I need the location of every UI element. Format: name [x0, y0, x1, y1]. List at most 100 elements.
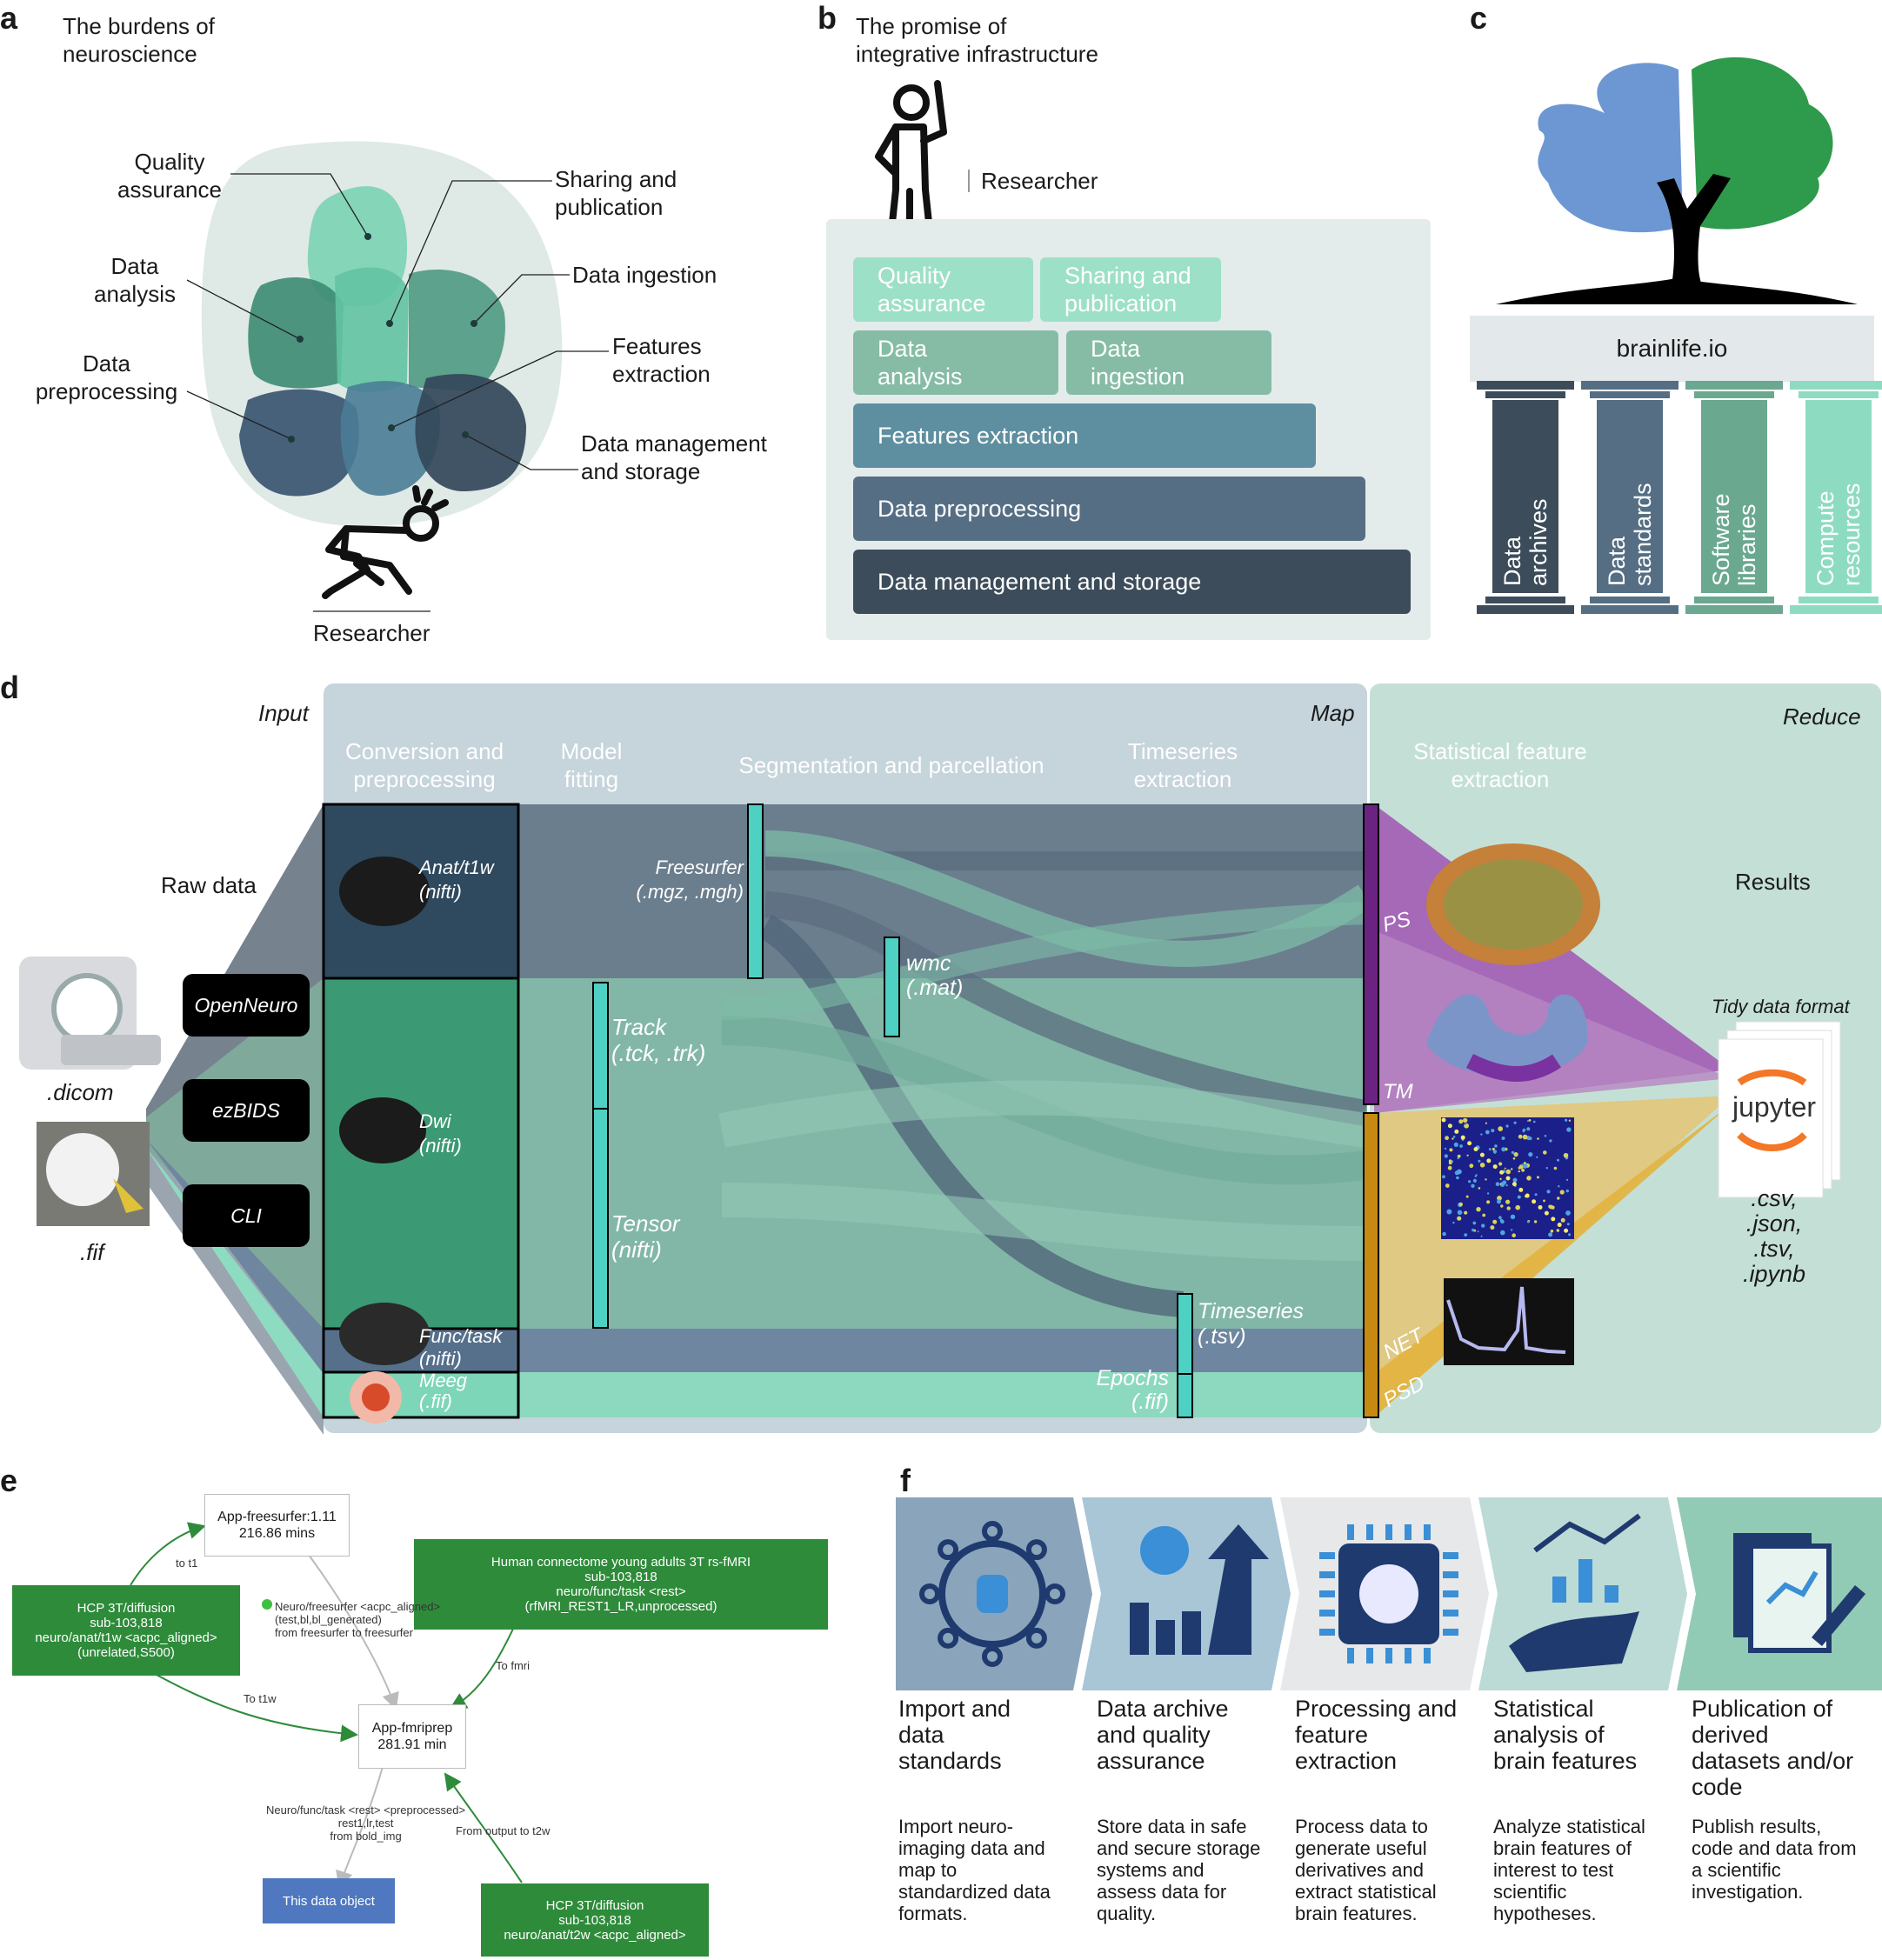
col-timeseries: Timeseries extraction: [1127, 738, 1238, 792]
track-label: Track (.tck, .trk): [611, 1014, 706, 1066]
pillars: Dataarchives Datastandards Softwarelibrari…: [1477, 381, 1882, 614]
stage-reduce: Reduce: [1783, 703, 1861, 730]
node-data-object[interactable]: This data object: [263, 1878, 395, 1923]
freesurfer-label: Freesurfer (.mgz, .mgh): [636, 857, 744, 903]
brain-tree-logo: [1496, 57, 1858, 304]
edge-label-t1: to t1: [176, 1557, 198, 1570]
divider: [968, 170, 970, 192]
step-management: Data management and storage: [853, 550, 1411, 614]
stage-input: Input: [258, 700, 309, 726]
panel-b-title: The promise of integrative infrastructur…: [856, 13, 1098, 67]
jupyter-notebook-icon: [1718, 1021, 1841, 1198]
step-title-1: Data archive and quality assurance: [1097, 1696, 1229, 1774]
col-conversion: Conversion and preprocessing: [344, 738, 504, 792]
step-desc-4: Publish results, code and data from a sc…: [1692, 1816, 1857, 1903]
documents-icon: [1733, 1533, 1865, 1653]
pillar-1: Datastandards: [1581, 381, 1678, 614]
edge-label-tofmri: To fmri: [496, 1659, 530, 1672]
col-statistical: Statistical feature extraction: [1413, 738, 1587, 792]
network-icon: [919, 1521, 1065, 1667]
step-desc-1: Store data in safe and secure storage sy…: [1097, 1816, 1261, 1924]
step-preproc: Data preprocessing: [853, 477, 1365, 541]
panel-e-label: e: [0, 1463, 18, 1498]
node-fmriprep[interactable]: App-fmriprep 281.91 min: [358, 1704, 466, 1769]
step-sharing: Sharing and publication: [1040, 257, 1221, 322]
dicom-label: .dicom: [47, 1079, 114, 1105]
label-researcher-b: Researcher: [981, 168, 1098, 194]
burdened-researcher-icon: [322, 485, 449, 599]
label-management: Data management and storage: [581, 430, 767, 484]
pillar-label-0: Dataarchives: [1499, 498, 1552, 586]
raw-data-label: Raw data: [161, 872, 257, 898]
provenance-graph: [130, 1522, 540, 1889]
dwi-label: Dwi (nifti): [419, 1110, 462, 1157]
cli-button[interactable]: CLI: [183, 1184, 310, 1247]
pillar-0: Dataarchives: [1477, 381, 1574, 614]
step-title-4: Publication of derived datasets and/or c…: [1692, 1696, 1854, 1800]
step-features: Features extraction: [853, 403, 1316, 468]
func-label: Func/task (nifti): [419, 1325, 503, 1370]
formats-label: .csv, .json, .tsv, .ipynb: [1742, 1185, 1806, 1287]
tm-label: TM: [1383, 1080, 1413, 1103]
jupyter-wordmark: jupyter: [1732, 1091, 1817, 1123]
meg-scanner-icon: [37, 1122, 150, 1226]
panel-c-label: c: [1470, 0, 1488, 36]
researcher-raising-hand-icon: [875, 80, 947, 243]
panel-a-label: a: [0, 0, 18, 36]
edge-label-tot1w: To t1w: [244, 1692, 277, 1705]
step-desc-0: Import neuro- imaging data and map to st…: [898, 1816, 1051, 1924]
results-label: Results: [1735, 869, 1811, 895]
wmc-label: wmc (.mat): [906, 951, 964, 1000]
meeg-label: Meeg (.fif): [419, 1370, 468, 1412]
openneuro-button[interactable]: OpenNeuro: [183, 974, 310, 1037]
step-title-2: Processing and feature extraction: [1295, 1696, 1458, 1774]
gear-chart-icon: [1130, 1524, 1269, 1655]
step-qa: Quality assurance: [853, 257, 1033, 322]
hippocampus-render: [1426, 994, 1588, 1077]
node-hcp-t1w[interactable]: HCP 3T/diffusion sub-103,818 neuro/anat/…: [12, 1585, 240, 1676]
step-analysis: Data analysis: [853, 330, 1058, 395]
ezbids-button[interactable]: ezBIDS: [183, 1079, 310, 1142]
node-human-connectome[interactable]: Human connectome young adults 3T rs-fMRI…: [414, 1539, 828, 1630]
pillar-2: Softwarelibraries: [1685, 381, 1783, 614]
anat-brain-thumbnail: [339, 857, 430, 926]
pillar-3: Computeresources: [1790, 381, 1882, 614]
label-sharing: Sharing and publication: [555, 166, 677, 220]
step-title-0: Import and data standards: [898, 1696, 1011, 1774]
step-desc-2: Process data to generate useful derivati…: [1295, 1816, 1437, 1924]
step-title-3: Statistical analysis of brain features: [1493, 1696, 1638, 1774]
pillar-label-1: Datastandards: [1604, 483, 1656, 586]
tensor-label: Tensor (nifti): [611, 1210, 680, 1263]
mri-scanner-icon: [19, 957, 161, 1070]
label-quality: Quality assurance: [117, 149, 222, 203]
label-researcher-a: Researcher: [313, 620, 430, 646]
step-desc-3: Analyze statistical brain features of in…: [1493, 1816, 1645, 1924]
brainlife-banner: brainlife.io: [1470, 316, 1874, 382]
edge-label-func: Neuro/func/task <rest> <preprocessed> re…: [266, 1803, 466, 1843]
hand-chart-icon: [1509, 1513, 1641, 1672]
node-freesurfer-app[interactable]: App-freesurfer:1.11 216.86 mins: [204, 1494, 350, 1557]
col-model: Model fitting: [560, 738, 623, 792]
fif-label: .fif: [80, 1239, 104, 1265]
epochs-label: Epochs (.fif): [1096, 1366, 1169, 1414]
panel-d-label: d: [0, 670, 19, 705]
tidy-label: Tidy data format: [1712, 996, 1850, 1017]
label-preproc: Data preprocessing: [35, 350, 178, 404]
panel-f-label: f: [900, 1463, 911, 1498]
pipeline-diagram: [19, 683, 1881, 1435]
brain-chip-icon: [1319, 1524, 1458, 1663]
anat-label: Anat/t1w (nifti): [419, 857, 494, 903]
func-brain-thumbnail: [339, 1303, 430, 1365]
pillar-label-3: Computeresources: [1812, 483, 1865, 586]
edge-label-freesurfer: Neuro/freesurfer <acpc_aligned> (test,bl…: [275, 1600, 441, 1639]
node-hcp-t2w[interactable]: HCP 3T/diffusion sub-103,818 neuro/anat/…: [481, 1883, 709, 1957]
connectivity-matrix: [1441, 1117, 1574, 1239]
step-ingestion: Data ingestion: [1066, 330, 1271, 395]
edge-label-t2w: From output to t2w: [456, 1824, 551, 1837]
label-analysis: Data analysis: [94, 253, 176, 307]
burden-diagram: [186, 141, 609, 612]
chevron-1: [1082, 1497, 1291, 1690]
workflow-chevrons: [896, 1497, 1882, 1690]
col-segmentation: Segmentation and parcellation: [738, 752, 1044, 778]
panel-b-label: b: [818, 0, 837, 36]
